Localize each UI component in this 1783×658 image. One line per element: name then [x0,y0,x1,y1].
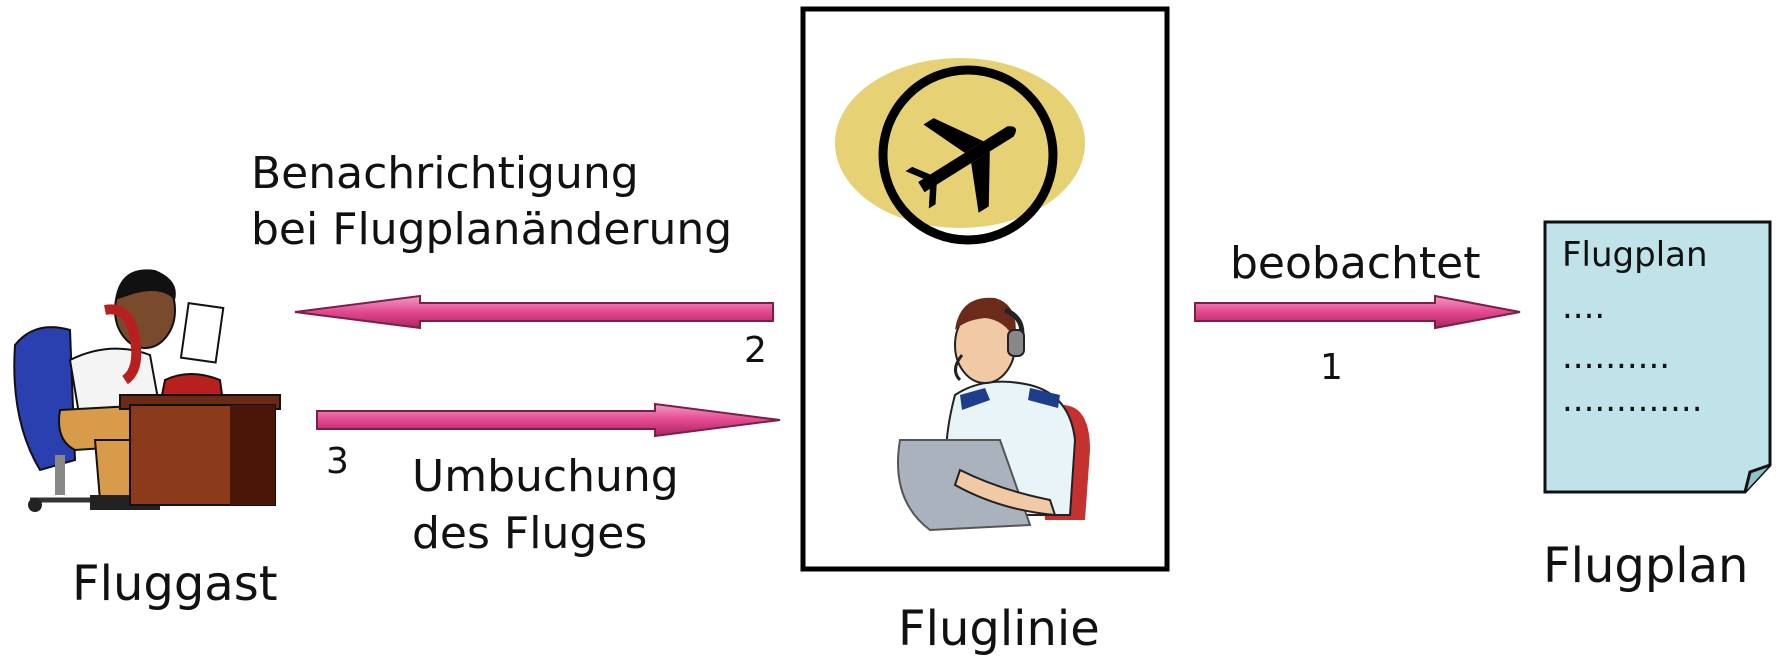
rebook-label-line2: des Fluges [412,508,648,559]
document-line-1: .... [1562,287,1606,327]
notify-number: 2 [744,330,767,371]
document-line-2: .......... [1562,337,1671,377]
operator-icon [897,297,1090,532]
notify-label-line2: bei Flugplanänderung [251,204,733,255]
notify-label-line1: Benachrichtigung [251,148,639,199]
airplane-logo-icon [835,58,1085,245]
rebook-number: 3 [326,441,349,482]
airline-box [800,6,1170,572]
arrow-observes [1194,294,1521,330]
arrow-rebook [316,402,781,438]
passenger-label: Fluggast [72,556,278,612]
document-title: Flugplan [1562,235,1708,275]
observes-label: beobachtet [1230,238,1481,289]
observes-number: 1 [1320,347,1343,388]
passenger-icon [13,269,281,512]
document-line-3: ............. [1562,380,1703,420]
arrow-notify [294,294,774,330]
flightplan-label: Flugplan [1543,538,1749,594]
airline-label: Fluglinie [898,601,1100,657]
document-icon [1543,220,1772,494]
rebook-label-line1: Umbuchung [412,451,679,502]
